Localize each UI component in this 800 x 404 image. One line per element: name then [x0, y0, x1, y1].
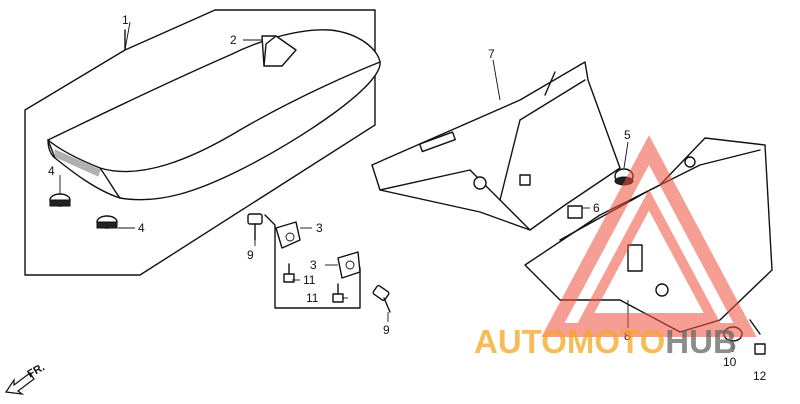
seat-assembly-frame: [24, 9, 376, 276]
callout-11-lower: 11: [306, 291, 319, 305]
warning-triangle-icon: [541, 135, 757, 337]
callout-7: 7: [488, 47, 495, 61]
bolt-right: [372, 284, 391, 313]
screw-part-12: [749, 319, 766, 355]
watermark: AUTOMOTOHUB: [474, 135, 757, 360]
screw-lower: [332, 283, 344, 303]
callout-6: 6: [593, 201, 600, 215]
side-cover-left-part: [371, 61, 621, 231]
bracket-subframe: [264, 214, 361, 309]
watermark-text-automoto: AUTOMOTO: [474, 323, 665, 360]
callout-9-right: 9: [383, 323, 390, 337]
seat-cushion-upper: [49, 193, 71, 207]
seat-bracket-lower: [337, 251, 361, 279]
callout-1: 1: [122, 13, 129, 27]
seat-part: [47, 29, 381, 201]
seat-bracket-upper: [275, 221, 301, 249]
callout-11-upper: 11: [303, 273, 316, 287]
front-direction-marker: FR.: [4, 361, 47, 395]
watermark-text-hub: HUB: [665, 323, 737, 360]
bolt-left: [247, 213, 263, 241]
callout-9-left: 9: [247, 248, 254, 262]
callout-3-upper: 3: [316, 221, 323, 235]
callout-4-upper: 4: [48, 164, 55, 178]
leader-lines: [59, 21, 734, 352]
screw-upper: [283, 263, 295, 283]
callout-2: 2: [230, 33, 237, 47]
seat-tab-part: [261, 35, 297, 67]
callout-10: 10: [723, 355, 737, 369]
callout-4-lower: 4: [138, 221, 145, 235]
watermark-text: AUTOMOTOHUB: [474, 323, 737, 360]
front-arrow-icon: [4, 372, 35, 395]
callout-5: 5: [624, 128, 631, 142]
clip-part: [567, 205, 583, 219]
callout-3-lower: 3: [310, 258, 317, 272]
callout-12: 12: [753, 369, 767, 383]
seat-cushion-lower: [96, 215, 118, 229]
front-direction-label: FR.: [26, 361, 47, 380]
